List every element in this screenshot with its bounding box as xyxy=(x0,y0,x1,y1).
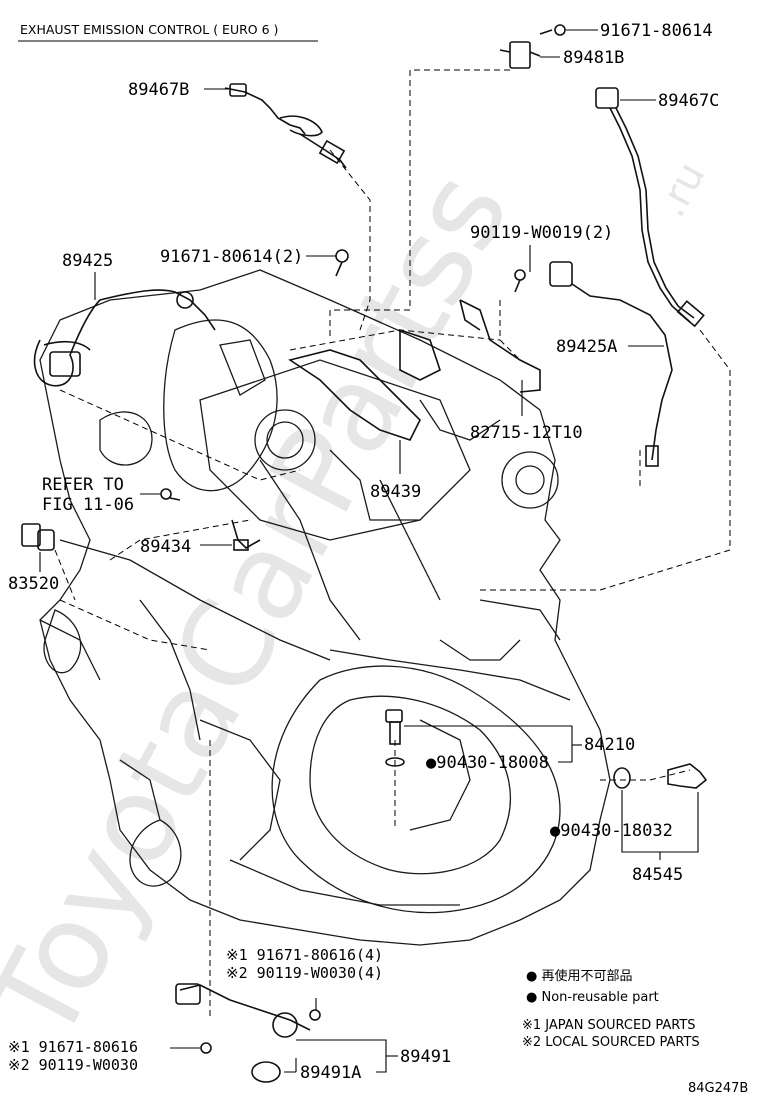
diagram-title: EXHAUST EMISSION CONTROL ( EURO 6 ) xyxy=(20,22,278,37)
exhaust-temp-sensor-89425[interactable] xyxy=(33,289,216,387)
label-90430-18008[interactable]: ●90430-18008 xyxy=(426,753,549,773)
label-89467c[interactable]: 89467C xyxy=(658,91,719,111)
bolt-91671-80614-2[interactable] xyxy=(335,249,349,277)
label-82715-12t10[interactable]: 82715-12T10 xyxy=(470,423,583,443)
label-89439[interactable]: 89439 xyxy=(370,482,421,502)
sensor-89434[interactable] xyxy=(231,519,261,551)
label-89491a[interactable]: 89491A xyxy=(300,1063,361,1083)
label-j2-90119-w0030-4[interactable]: ※2 90119-W0030(4) xyxy=(226,964,383,982)
legend-nonreusable-en: ● Non-reusable part xyxy=(526,990,659,1005)
switch-83520[interactable] xyxy=(21,523,55,551)
label-91671-80614-2[interactable]: 91671-80614(2) xyxy=(160,247,303,267)
label-89491[interactable]: 89491 xyxy=(400,1047,451,1067)
refer-line-1[interactable]: REFER TO xyxy=(42,475,124,495)
part-labels: 91671-80614 89481B 89467B 89467C 90119-W… xyxy=(8,21,719,1083)
refer-bolt[interactable] xyxy=(160,488,181,501)
label-83520[interactable]: 83520 xyxy=(8,574,59,594)
sensor-assembly-89491[interactable] xyxy=(175,983,321,1083)
speed-sensor-84210[interactable] xyxy=(385,709,405,767)
watermark: ToyotaCarPartss .ru xyxy=(0,151,714,1065)
watermark-text: ToyotaCarPartss xyxy=(0,151,536,1065)
refer-line-2[interactable]: FIG 11-06 xyxy=(42,495,134,515)
watermark-suffix: .ru xyxy=(648,155,714,225)
label-89467b[interactable]: 89467B xyxy=(128,80,189,100)
sensor-84545[interactable] xyxy=(613,763,708,789)
label-84545[interactable]: 84545 xyxy=(632,865,683,885)
legend-note-2: ※2 LOCAL SOURCED PARTS xyxy=(522,1035,700,1050)
bolt-bottom-left[interactable] xyxy=(200,1042,212,1054)
label-89434[interactable]: 89434 xyxy=(140,537,191,557)
harness-clamp-82715-12t10[interactable] xyxy=(459,299,541,393)
label-j1-91671-80616[interactable]: ※1 91671-80616 xyxy=(8,1038,138,1056)
label-84210[interactable]: 84210 xyxy=(584,735,635,755)
label-89481b[interactable]: 89481B xyxy=(563,48,624,68)
label-j2-90119-w0030[interactable]: ※2 90119-W0030 xyxy=(8,1056,138,1074)
label-89425[interactable]: 89425 xyxy=(62,251,113,271)
label-89425a[interactable]: 89425A xyxy=(556,337,617,357)
legend: ● 再使用不可部品 ● Non-reusable part ※1 JAPAN S… xyxy=(522,968,700,1050)
label-91671-80614[interactable]: 91671-80614 xyxy=(600,21,713,41)
label-90119-w0019-2[interactable]: 90119-W0019(2) xyxy=(470,223,613,243)
sensor-bracket-89481b[interactable] xyxy=(499,24,566,69)
bolt-90119-w0019-2[interactable] xyxy=(514,269,526,293)
label-90430-18032[interactable]: ●90430-18032 xyxy=(550,821,673,841)
legend-nonreusable-jp: ● 再使用不可部品 xyxy=(526,968,632,984)
exhaust-temp-sensor-89425a[interactable] xyxy=(549,261,673,467)
label-j1-91671-80616-4[interactable]: ※1 91671-80616(4) xyxy=(226,946,383,964)
oxygen-sensor-89467c[interactable] xyxy=(595,87,705,328)
figure-code: 84G247B xyxy=(688,1081,748,1096)
oxygen-sensor-89467b[interactable] xyxy=(224,83,347,169)
legend-note-1: ※1 JAPAN SOURCED PARTS xyxy=(522,1018,696,1033)
heat-insulator-89439[interactable] xyxy=(288,328,441,441)
engine-assembly xyxy=(39,269,611,946)
